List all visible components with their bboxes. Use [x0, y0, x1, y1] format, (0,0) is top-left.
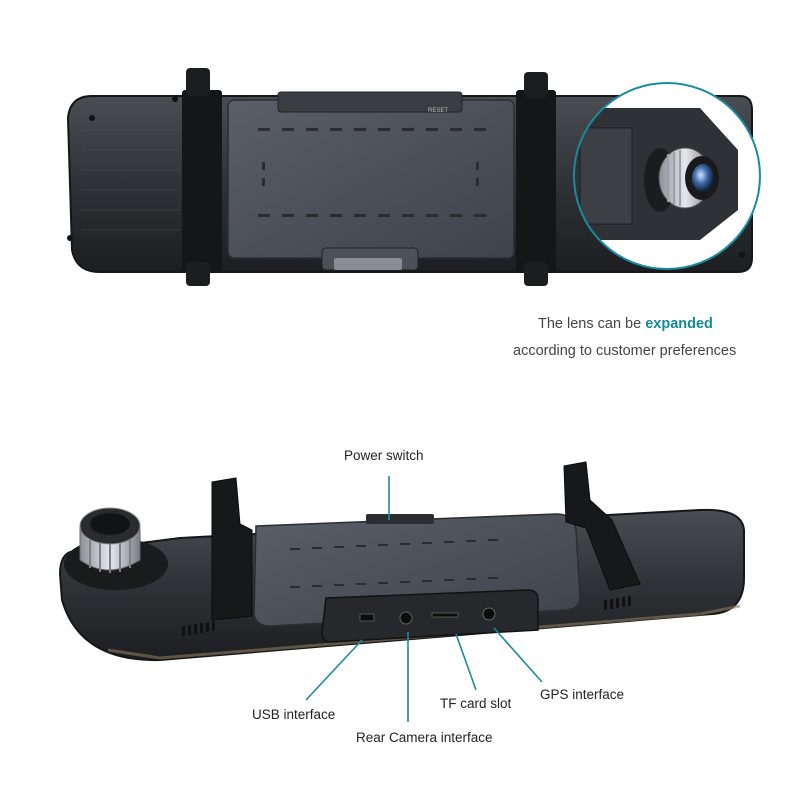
reset-text: RESET [428, 108, 448, 114]
gps-line [493, 627, 543, 683]
tf-card-slot-label: TF card slot [440, 696, 512, 711]
callout-lines [305, 476, 543, 722]
gps-interface-label: GPS interface [540, 687, 625, 702]
rear-camera-interface-label: Rear Camera interface [356, 730, 493, 745]
caption-prefix: The lens can be [538, 316, 646, 332]
usb-line [305, 639, 363, 701]
caption-line-1: The lens can be expanded [538, 316, 713, 332]
lens-zoom-callout [573, 82, 761, 270]
caption-line-2: according to customer preferences [513, 343, 737, 359]
usb-interface-label: USB interface [252, 707, 336, 722]
caption-highlight: expanded [645, 316, 713, 332]
bottom-mirror-device [58, 461, 745, 662]
tf-card-line [455, 633, 477, 691]
power-switch-label: Power switch [344, 448, 424, 463]
